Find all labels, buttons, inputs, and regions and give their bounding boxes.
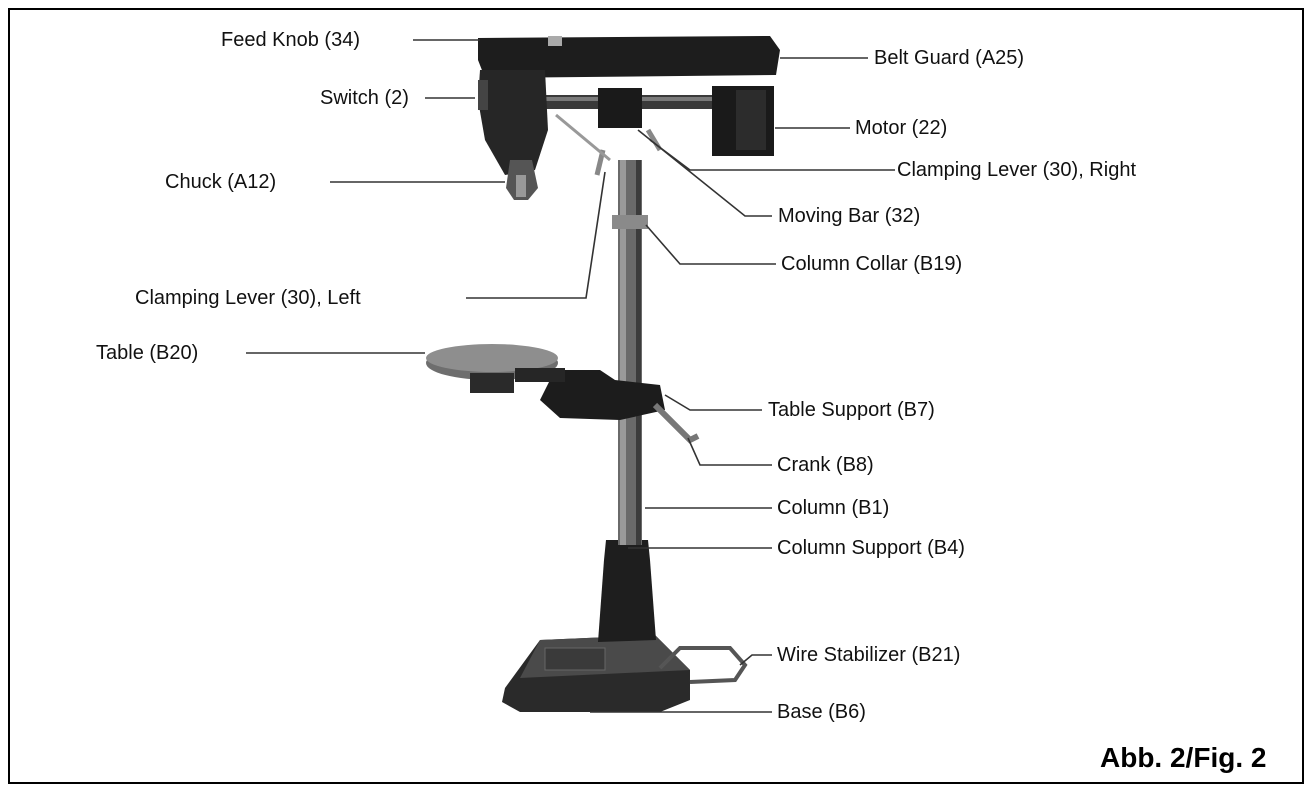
leader-clamping-lever-left bbox=[466, 171, 606, 299]
leader-wire-stabilizer bbox=[739, 654, 772, 666]
label-clamping-lever-right: Clamping Lever (30), Right bbox=[897, 159, 1136, 181]
label-crank: Crank (B8) bbox=[777, 454, 874, 476]
column-collar-shape bbox=[612, 215, 648, 229]
label-feed-knob: Feed Knob (34) bbox=[221, 29, 360, 51]
figure-caption: Abb. 2/Fig. 2 bbox=[1100, 742, 1267, 773]
label-motor: Motor (22) bbox=[855, 117, 948, 139]
label-moving-bar: Moving Bar (32) bbox=[778, 205, 921, 227]
label-clamping-lever-left: Clamping Lever (30), Left bbox=[135, 287, 361, 309]
label-switch: Switch (2) bbox=[320, 87, 409, 109]
leader-moving-bar bbox=[637, 129, 772, 217]
label-base: Base (B6) bbox=[777, 701, 866, 723]
label-belt-guard: Belt Guard (A25) bbox=[874, 47, 1025, 69]
drill-press-illustration bbox=[426, 36, 780, 712]
head-housing-shape bbox=[478, 70, 548, 175]
label-chuck: Chuck (A12) bbox=[165, 171, 277, 193]
belt-guard-shape bbox=[478, 36, 780, 78]
column-support-shape bbox=[598, 540, 656, 642]
label-column-support: Column Support (B4) bbox=[777, 537, 965, 559]
wire-stabilizer-shape bbox=[658, 646, 748, 684]
label-column-collar: Column Collar (B19) bbox=[781, 253, 963, 275]
leader-table-support bbox=[664, 394, 762, 411]
label-column: Column (B1) bbox=[777, 497, 890, 519]
leader-crank bbox=[687, 437, 772, 466]
crank-shape bbox=[652, 402, 700, 444]
label-wire-stabilizer: Wire Stabilizer (B21) bbox=[777, 644, 961, 666]
leader-lines bbox=[246, 39, 895, 713]
table-support-shape bbox=[540, 370, 665, 420]
label-table: Table (B20) bbox=[96, 342, 199, 364]
leader-column-collar bbox=[645, 224, 776, 265]
label-table-support: Table Support (B7) bbox=[768, 399, 935, 421]
